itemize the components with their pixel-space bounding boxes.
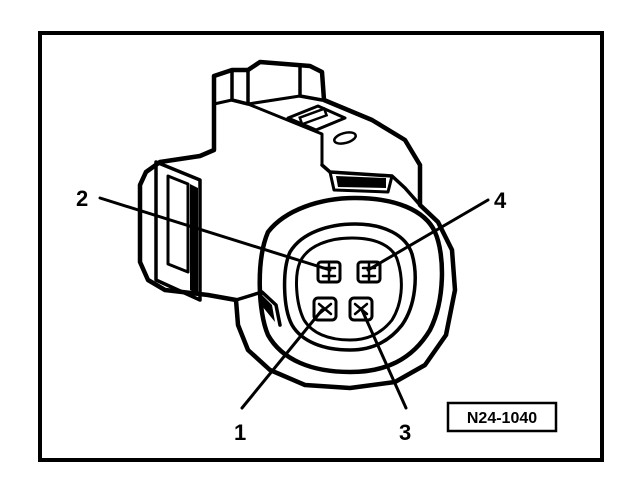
figure-frame (38, 31, 604, 462)
connector-front-face (257, 195, 445, 375)
reference-code-box: N24-1040 (446, 401, 558, 433)
top-ridge-inner (246, 102, 324, 167)
front-step-notch-shadow (336, 176, 386, 188)
leader-line-1 (240, 308, 324, 410)
top-ridge-back (212, 98, 234, 106)
socket-cavity (295, 236, 403, 342)
front-face-outer (257, 195, 445, 375)
callout-label-2: 2 (76, 186, 88, 211)
side-window-outer (154, 160, 202, 302)
callout-label-4: 4 (494, 188, 507, 213)
pin-2-contact (316, 260, 342, 284)
front-step-notch (328, 170, 394, 194)
latch-top-edge (246, 94, 302, 106)
latch-tab (230, 68, 250, 106)
top-hole (333, 131, 357, 145)
top-slot-inner (298, 107, 329, 126)
top-slot (286, 104, 347, 132)
side-window-shade (190, 184, 198, 294)
reference-code-text: N24-1040 (467, 410, 537, 427)
lower-step-shade (262, 295, 275, 322)
side-window-inner (166, 174, 190, 274)
front-face-inner-ring (282, 222, 417, 352)
leader-lines (98, 196, 490, 410)
callout-label-1: 1 (234, 420, 246, 445)
callout-label-3: 3 (399, 420, 411, 445)
lower-step (234, 290, 282, 327)
leader-line-2 (98, 196, 332, 272)
leader-line-3 (360, 308, 408, 410)
side-edge (198, 148, 216, 158)
leader-line-4 (366, 198, 490, 272)
